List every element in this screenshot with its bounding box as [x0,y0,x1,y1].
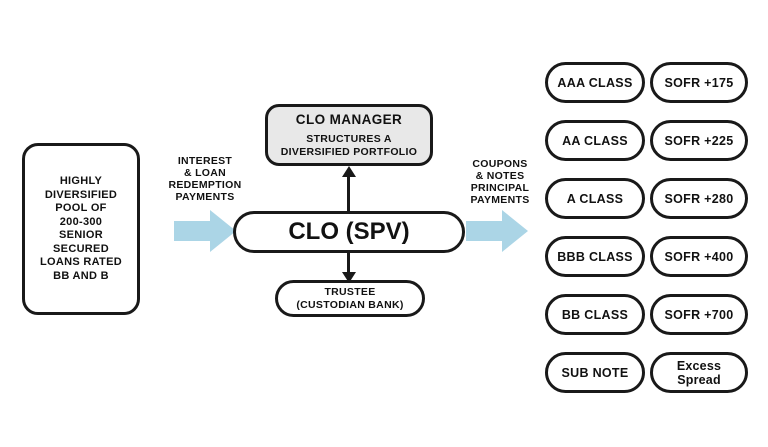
tranche-rate-aa: SOFR +225 [650,120,748,161]
outflow-label-line-3: PAYMENTS [470,194,530,206]
tranche-rate-aaa: SOFR +175 [650,62,748,103]
pool-line-2: POOL OF [55,202,107,214]
inflow-label-line-3: PAYMENTS [175,191,235,203]
spv-manager-connector-line [347,170,350,222]
tranche-class-label: AAA CLASS [557,75,633,90]
trustee-line-0: TRUSTEE [324,286,376,298]
pool-line-4: SENIOR [59,229,103,241]
pool-line-3: 200-300 [59,215,103,228]
tranche-rate-line-0: Excess [676,358,722,373]
tranche-rate-label: SOFR +225 [664,133,734,148]
clo-manager-subtitle-line-1: DIVERSIFIED PORTFOLIO [280,145,418,158]
tranche-class-sub-note: SUB NOTE [545,352,645,393]
pool-line-7: BB AND B [53,269,109,282]
pool-line-5: SECURED [53,242,109,255]
outflow-label-line-1: & NOTES [475,170,525,182]
tranche-rate-label: SOFR +280 [664,191,734,206]
outflow-label-line-0: COUPONS [472,158,528,170]
inflow-arrow-icon [174,209,236,253]
tranche-class-label: A CLASS [566,191,624,206]
trustee-box: TRUSTEE (CUSTODIAN BANK) [275,280,425,317]
inflow-label: INTEREST & LOAN REDEMPTION PAYMENTS [150,155,260,203]
spv-trustee-arrowhead-icon [341,272,356,283]
collateral-pool-box: HIGHLY DIVERSIFIED POOL OF 200-300 SENIO… [22,143,140,315]
tranche-rate-label: SOFR +700 [664,307,734,322]
trustee-line-1: (CUSTODIAN BANK) [296,298,404,311]
tranche-class-label: AA CLASS [562,133,628,148]
pool-line-1: DIVERSIFIED [44,188,118,201]
tranche-class-aaa: AAA CLASS [545,62,645,103]
tranche-rate-a: SOFR +280 [650,178,748,219]
tranche-rate-line-1: Spread [677,372,721,387]
clo-spv-label: CLO (SPV) [288,218,410,245]
tranche-class-a: A CLASS [545,178,645,219]
pool-line-6: LOANS RATED [40,256,122,268]
pool-line-0: HIGHLY [59,175,103,187]
tranche-class-label: SUB NOTE [561,365,629,380]
tranche-rate-label: SOFR +175 [664,75,734,90]
tranche-rate-bbb: SOFR +400 [650,236,748,277]
tranche-rate-label: SOFR +400 [664,249,734,264]
outflow-label-line-2: PRINCIPAL [470,182,530,194]
tranche-class-aa: AA CLASS [545,120,645,161]
inflow-label-line-0: INTEREST [177,155,233,167]
clo-spv-box: CLO (SPV) [233,211,465,253]
spv-trustee-connector-line [347,242,350,276]
inflow-label-line-2: REDEMPTION [168,179,242,191]
tranche-class-bb: BB CLASS [545,294,645,335]
outflow-label: COUPONS & NOTES PRINCIPAL PAYMENTS [448,158,552,206]
inflow-label-line-1: & LOAN [183,167,227,179]
tranche-class-label: BB CLASS [561,307,629,322]
clo-manager-title: CLO MANAGER [295,112,403,127]
outflow-arrow-icon [466,209,528,253]
tranche-rate-bb: SOFR +700 [650,294,748,335]
tranche-rate-sub-note: Excess Spread [650,352,748,393]
clo-manager-subtitle-line-0: STRUCTURES A [306,133,392,145]
clo-manager-box: CLO MANAGER STRUCTURES A DIVERSIFIED POR… [265,104,433,166]
tranche-class-bbb: BBB CLASS [545,236,645,277]
tranche-class-label: BBB CLASS [557,249,633,264]
spv-manager-arrowhead-icon [341,166,356,177]
clo-manager-subtitle: STRUCTURES A DIVERSIFIED PORTFOLIO [281,133,417,158]
